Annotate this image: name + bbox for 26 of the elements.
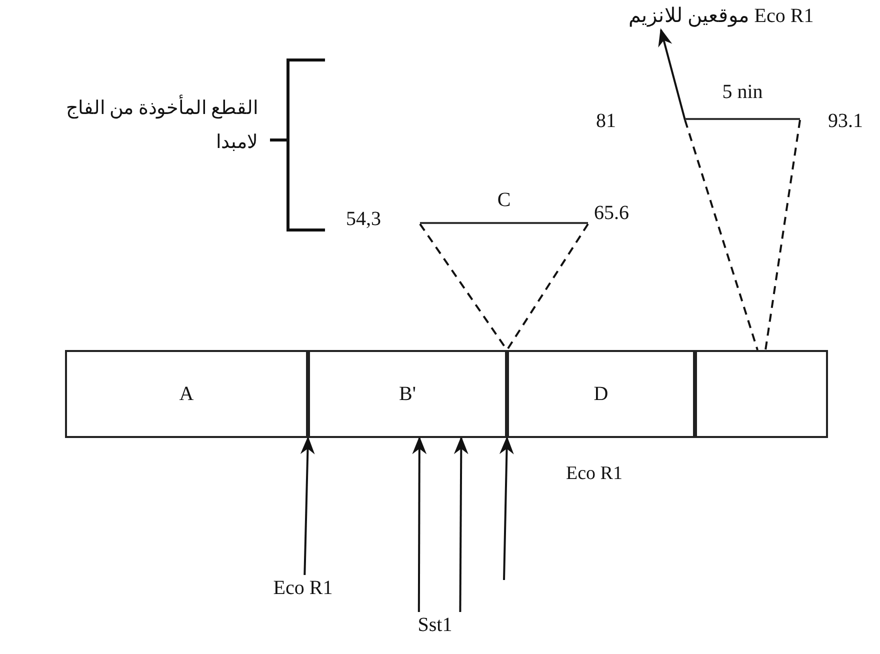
map-segment (65, 350, 308, 438)
node-label: موقعين للانزيم Eco R1 (628, 4, 814, 28)
position-label: 81 (596, 109, 616, 134)
node-label: D (594, 382, 608, 406)
arrow (658, 28, 686, 120)
dashed-line (684, 120, 758, 350)
map-segment (695, 350, 828, 438)
bracket-note: القطع المأخوذة من الفاج لامبدا (58, 92, 258, 160)
node-label: Sst1 (418, 612, 452, 638)
position-label: 93.1 (828, 109, 863, 134)
arrow (499, 436, 514, 580)
node-label: 5 nin (722, 80, 763, 105)
node-label: C (497, 188, 511, 213)
node-label: B' (399, 382, 416, 406)
node-label: A (179, 382, 194, 406)
map-segment (507, 350, 695, 438)
site-label: Eco R1 (566, 462, 622, 486)
dashed-line (764, 120, 801, 350)
position-label: 65.6 (594, 201, 629, 226)
node-label: Eco R1 (273, 576, 333, 600)
arrow (454, 436, 468, 612)
position-label: 54,3 (346, 207, 381, 232)
dashed-line (506, 223, 589, 351)
arrow (412, 436, 427, 612)
map-segment (308, 350, 507, 438)
arrow (300, 436, 315, 576)
